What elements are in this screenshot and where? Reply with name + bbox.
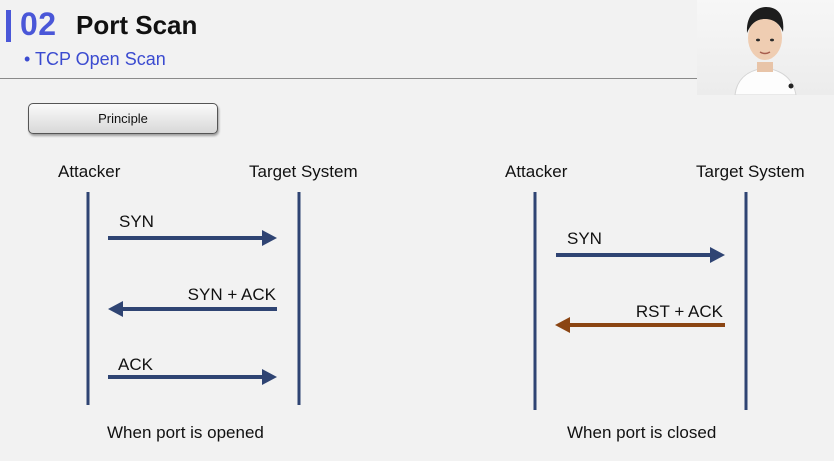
right-msg-rst-ack: RST + ACK xyxy=(635,302,723,321)
section-accent-bar xyxy=(6,10,11,42)
header-divider xyxy=(0,78,697,79)
right-attacker-label: Attacker xyxy=(505,162,568,181)
left-target-label: Target System xyxy=(249,162,358,181)
right-target-label: Target System xyxy=(696,162,805,181)
right-arrow-syn xyxy=(556,247,725,263)
left-caption: When port is opened xyxy=(107,423,264,442)
left-arrow-syn xyxy=(108,230,277,246)
right-caption: When port is closed xyxy=(567,423,717,442)
left-msg-syn: SYN xyxy=(119,212,154,231)
page-subtitle: • TCP Open Scan xyxy=(24,49,166,69)
left-arrow-ack xyxy=(108,369,277,385)
right-arrow-rst-ack xyxy=(555,317,725,333)
left-msg-ack: ACK xyxy=(118,355,153,374)
presenter-figure xyxy=(734,7,797,95)
left-msg-syn-ack: SYN + ACK xyxy=(187,285,276,304)
section-number: 02 xyxy=(20,6,57,42)
right-msg-syn: SYN xyxy=(567,229,602,248)
page-title: Port Scan xyxy=(76,10,198,40)
left-arrow-syn-ack xyxy=(108,301,277,317)
principle-button[interactable]: Principle xyxy=(28,103,218,134)
left-attacker-label: Attacker xyxy=(58,162,121,181)
presenter-webcam xyxy=(697,0,834,95)
